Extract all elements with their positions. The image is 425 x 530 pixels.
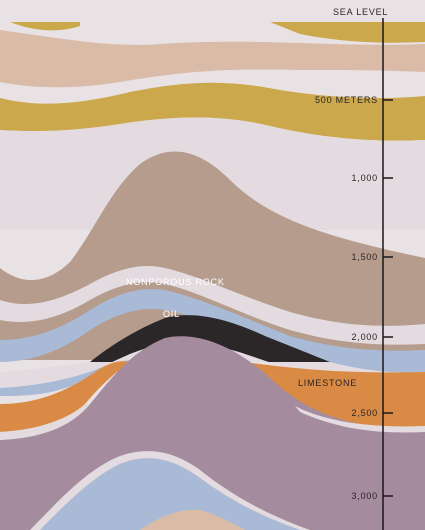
mustard-stratum	[0, 82, 425, 141]
label-nonporous-rock: NONPOROUS ROCK	[126, 277, 225, 287]
pale-band	[0, 117, 425, 178]
label-1000: 1,000	[351, 173, 378, 183]
pale-separator-bottom-right	[295, 406, 425, 433]
depth-scale: SEA LEVEL 500 METERS 1,000 1,500 2,000 2…	[315, 7, 393, 530]
label-3000: 3,000	[351, 491, 378, 501]
limestone-layer	[0, 361, 130, 432]
deep-pale-band	[30, 451, 310, 530]
label-sea-level: SEA LEVEL	[333, 7, 388, 17]
label-1500: 1,500	[351, 252, 378, 262]
label-oil: OIL	[163, 309, 180, 319]
label-500-meters: 500 METERS	[315, 95, 378, 105]
deep-tan-layer	[140, 509, 245, 530]
mustard-lens-top-left	[10, 22, 80, 31]
label-2000: 2,000	[351, 332, 378, 342]
pale-separator-upper	[0, 265, 425, 345]
deep-blue-layer	[40, 458, 300, 530]
label-2500: 2,500	[351, 408, 378, 418]
nonporous-rock-layer	[0, 288, 425, 373]
limestone-layer-right	[245, 362, 425, 427]
tan-stratum-top	[0, 30, 425, 88]
pale-separator-bottom	[0, 404, 90, 440]
label-limestone: LIMESTONE	[298, 378, 357, 388]
mustard-lens-top-right	[270, 22, 425, 43]
